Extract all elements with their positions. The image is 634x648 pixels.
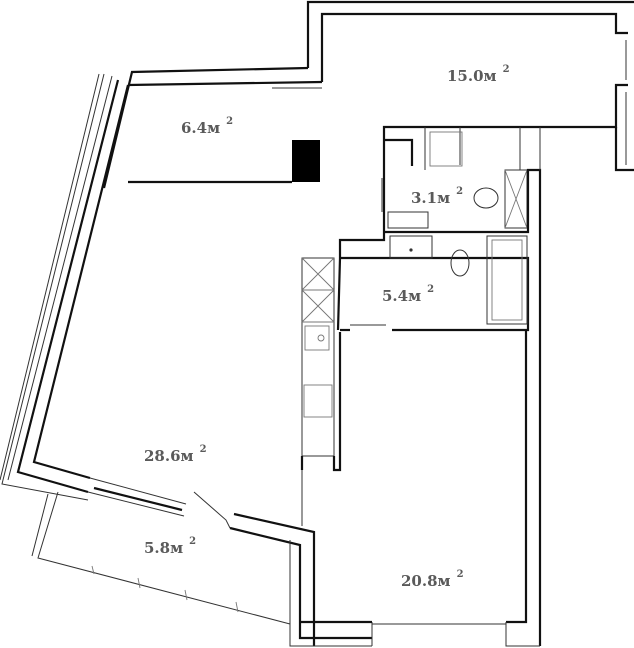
room-area-unit: м [207,119,221,137]
room-area-unit: м [437,189,451,207]
room-area-value: 5.4 [382,287,409,305]
room-area-unit: м [170,539,184,557]
room-area-value: 5.8 [144,539,171,557]
room-area-unit: м [408,287,422,305]
room-area-superscript: 2 [199,444,207,455]
room-area-superscript: 2 [456,569,464,580]
room-area-unit: м [180,447,194,465]
room-area-value: 15.0 [447,67,484,85]
room-area-value: 6.4 [181,119,208,137]
room-area-superscript: 2 [189,536,197,547]
room-area-superscript: 2 [456,186,464,197]
room-area-unit: м [437,572,451,590]
room-area-value: 28.6 [144,447,181,465]
room-area-value: 20.8 [401,572,438,590]
room-area-unit: м [483,67,497,85]
column-block [292,140,320,182]
room-area-superscript: 2 [226,116,234,127]
room-area-value: 3.1 [411,189,438,207]
room-area-superscript: 2 [502,64,510,75]
room-area-superscript: 2 [427,284,435,295]
